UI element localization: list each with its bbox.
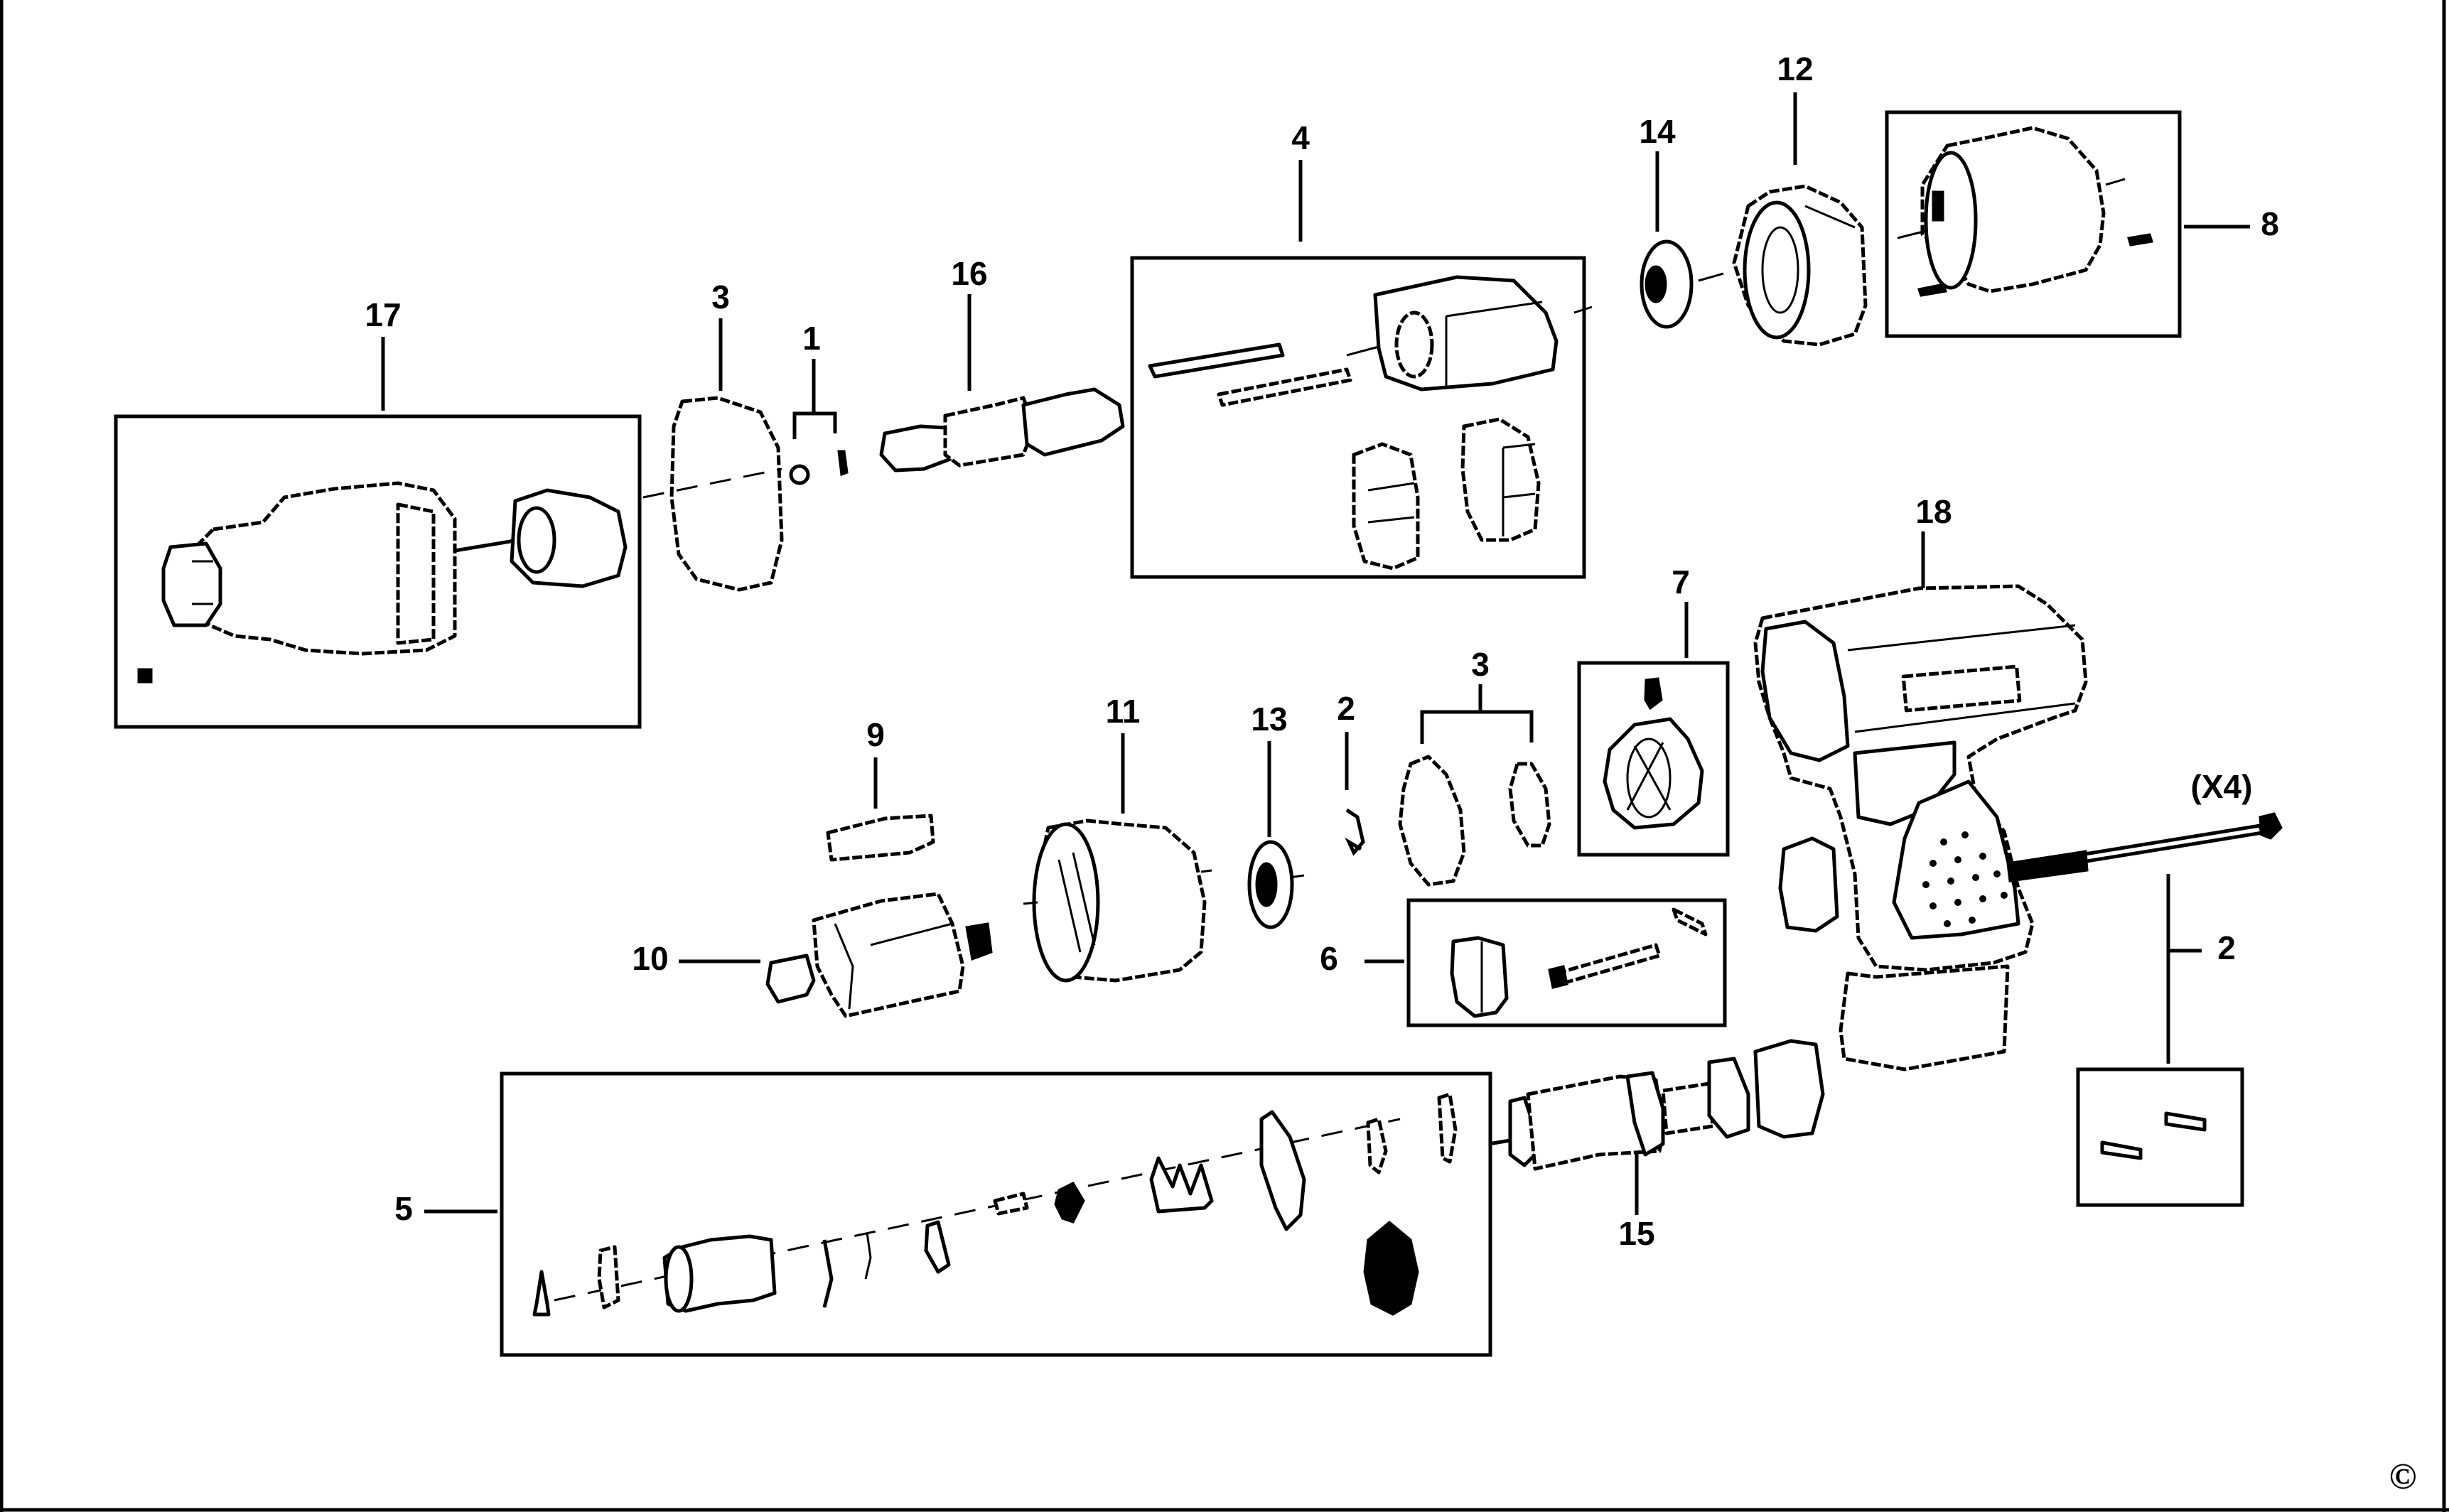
part-13-group[interactable]: 13	[1247, 701, 1305, 929]
kit-box-17	[114, 414, 642, 729]
callout-7: 7	[1672, 563, 1690, 600]
kit-box-4	[1130, 256, 1586, 579]
callout-2-middle: 2	[1337, 690, 1355, 727]
leader-2-right	[2166, 874, 2202, 1064]
callout-3-middle: 3	[1471, 646, 1490, 683]
part-14-group[interactable]: 14	[1639, 113, 1724, 329]
part-10-group[interactable]: 10	[632, 892, 993, 1018]
rotor-drawing	[765, 892, 993, 1018]
kit-box-5	[500, 1071, 1492, 1357]
callout-13: 13	[1251, 701, 1287, 738]
gasket-drawing	[669, 396, 784, 592]
large-gasket-drawing	[1398, 755, 1466, 887]
screws-group[interactable]: (X4)	[2006, 768, 2283, 882]
part-9-group[interactable]: 9	[826, 716, 935, 862]
part-15-group[interactable]: 15	[1488, 1039, 1825, 1252]
valve-housing-drawing	[1732, 184, 1868, 347]
part-16-group[interactable]: 16	[879, 255, 1125, 472]
callout-3-top: 3	[711, 279, 730, 315]
pin-drawing-b	[2164, 1111, 2207, 1132]
callout-16: 16	[951, 255, 987, 292]
callout-8: 8	[2261, 205, 2279, 242]
part-2-pins-group[interactable]: 2	[2076, 874, 2244, 1207]
nose-housing-drawing	[137, 481, 628, 684]
part-3-gaskets-group[interactable]: 3	[1398, 646, 1551, 887]
callout-x4: (X4)	[2191, 768, 2253, 805]
callout-12: 12	[1777, 50, 1813, 87]
part-17-group[interactable]: 17	[114, 296, 642, 729]
part-12-group[interactable]: 12	[1732, 50, 1868, 347]
callout-4: 4	[1291, 119, 1310, 156]
callout-6: 6	[1320, 940, 1338, 977]
part-5-group[interactable]: 5	[394, 1071, 1492, 1357]
pin-drawing-a	[2100, 1140, 2143, 1160]
callout-2-right: 2	[2217, 929, 2236, 966]
part-3-gasket-group[interactable]: 3	[642, 279, 784, 592]
callout-17: 17	[365, 296, 401, 333]
air-inlet-drawing	[1488, 1039, 1825, 1171]
copyright-symbol: ©	[2389, 1457, 2417, 1497]
kit-box-6	[1406, 898, 1727, 1027]
part-6-group[interactable]: 6	[1320, 898, 1727, 1027]
anvil-drawing	[879, 387, 1125, 472]
callout-10: 10	[632, 940, 668, 977]
hammer-drawing	[1148, 275, 1593, 571]
callout-1: 1	[802, 320, 821, 357]
callout-11: 11	[1106, 693, 1141, 730]
part-11-group[interactable]: 11	[1023, 693, 1212, 983]
callout-18: 18	[1915, 493, 1952, 530]
kit-box-2	[2076, 1067, 2244, 1207]
part-2-clip-group[interactable]: 2	[1337, 690, 1365, 856]
part-4-group[interactable]: 4	[1130, 119, 1593, 579]
part-1-group[interactable]: 1	[789, 320, 849, 485]
part-8-group[interactable]: 8	[1885, 110, 2279, 338]
front-plate-drawing	[1247, 840, 1305, 929]
callout-15: 15	[1618, 1215, 1654, 1252]
bracket-3	[1420, 710, 1534, 744]
screw-drawing	[2006, 812, 2283, 882]
bearing-plate-drawing	[1640, 239, 1724, 329]
end-plate-drawing	[1603, 677, 1704, 830]
small-gasket-drawing	[1508, 762, 1551, 848]
ball-drawing	[789, 464, 810, 485]
clip-drawing	[1345, 808, 1365, 856]
callout-5: 5	[394, 1190, 413, 1227]
part-7-group[interactable]: 7	[1577, 563, 1730, 857]
bracket-1	[792, 411, 837, 439]
cylinder-drawing	[1897, 126, 2153, 297]
kit-box-7	[1577, 661, 1730, 857]
cylinder-11-drawing	[1023, 819, 1212, 983]
callout-9: 9	[866, 716, 885, 753]
main-housing-drawing	[1753, 584, 2088, 1071]
inlet-valve-drawing	[532, 1092, 1458, 1317]
vane-drawing	[826, 814, 935, 862]
part-18-group[interactable]: 18	[1753, 493, 2088, 1071]
kit-box-8	[1885, 110, 2182, 338]
pin-drawing	[837, 450, 849, 477]
trigger-drawing	[1450, 907, 1708, 1018]
callout-14: 14	[1639, 113, 1676, 150]
